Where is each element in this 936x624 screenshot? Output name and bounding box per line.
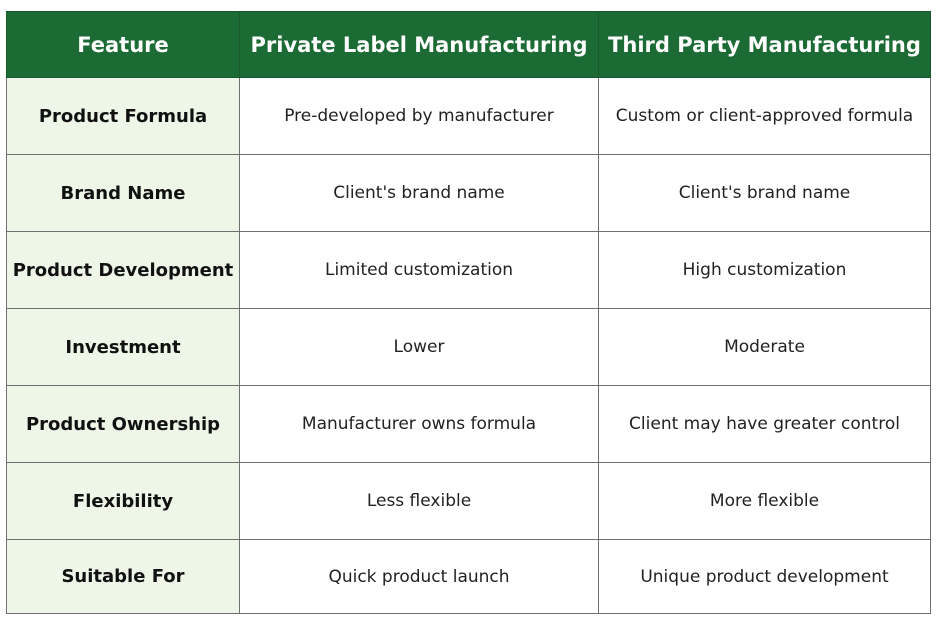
feature-cell: Brand Name: [6, 154, 240, 232]
private-label-cell: Pre-developed by manufacturer: [239, 77, 599, 155]
table-row: Product Development Limited customizatio…: [6, 231, 931, 309]
column-header-private-label: Private Label Manufacturing: [239, 11, 599, 78]
private-label-cell: Limited customization: [239, 231, 599, 309]
table-row: Investment Lower Moderate: [6, 308, 931, 386]
third-party-cell: Client may have greater control: [598, 385, 931, 463]
table-row: Flexibility Less flexible More flexible: [6, 462, 931, 540]
private-label-cell: Less flexible: [239, 462, 599, 540]
third-party-cell: More flexible: [598, 462, 931, 540]
third-party-cell: Client's brand name: [598, 154, 931, 232]
feature-cell: Product Formula: [6, 77, 240, 155]
table-header-row: Feature Private Label Manufacturing Thir…: [6, 11, 931, 78]
table-row: Product Ownership Manufacturer owns form…: [6, 385, 931, 463]
private-label-cell: Lower: [239, 308, 599, 386]
third-party-cell: Unique product development: [598, 539, 931, 614]
feature-cell: Flexibility: [6, 462, 240, 540]
comparison-table: Feature Private Label Manufacturing Thir…: [6, 11, 931, 614]
comparison-table-container: Feature Private Label Manufacturing Thir…: [6, 11, 931, 614]
third-party-cell: Moderate: [598, 308, 931, 386]
third-party-cell: Custom or client-approved formula: [598, 77, 931, 155]
feature-cell: Product Development: [6, 231, 240, 309]
private-label-cell: Quick product launch: [239, 539, 599, 614]
table-row: Product Formula Pre-developed by manufac…: [6, 77, 931, 155]
column-header-third-party: Third Party Manufacturing: [598, 11, 931, 78]
table-row: Brand Name Client's brand name Client's …: [6, 154, 931, 232]
private-label-cell: Manufacturer owns formula: [239, 385, 599, 463]
feature-cell: Product Ownership: [6, 385, 240, 463]
feature-cell: Investment: [6, 308, 240, 386]
feature-cell: Suitable For: [6, 539, 240, 614]
third-party-cell: High customization: [598, 231, 931, 309]
private-label-cell: Client's brand name: [239, 154, 599, 232]
table-row: Suitable For Quick product launch Unique…: [6, 539, 931, 614]
column-header-feature: Feature: [6, 11, 240, 78]
